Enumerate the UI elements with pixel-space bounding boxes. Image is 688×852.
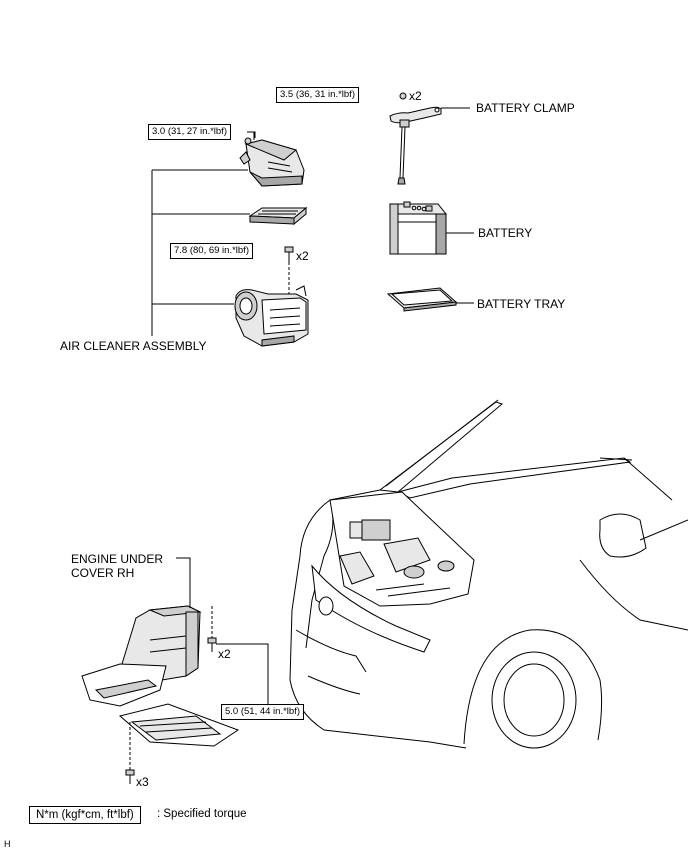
battery-clamp-label: BATTERY CLAMP [476,101,575,115]
engine-under-cover-label-line2: COVER RH [71,566,135,580]
vehicle-outline [289,399,688,749]
under-cover-upper-bolt-qty: x2 [218,647,231,661]
engine-under-cover-label-line1: ENGINE UNDER [71,552,164,566]
under-cover-label-leader [176,557,191,608]
air-cleaner-bolt-part [284,246,294,300]
battery-tray-part [386,287,458,312]
air-cleaner-cap-torque: 3.0 (31, 27 in.*lbf) [148,124,231,140]
corner-mark: H [4,839,11,849]
under-cover-lower-bolt-qty: x3 [136,775,149,789]
engine-under-cover-part [81,605,240,747]
air-filter-element-part [248,206,308,226]
air-cleaner-case-part [234,285,309,347]
under-cover-bolt-torque: 5.0 (51, 44 in.*lbf) [221,704,304,720]
air-cleaner-bolt-torque: 7.8 (80, 69 in.*lbf) [170,243,253,259]
legend-description: : Specified torque [157,808,247,820]
air-cleaner-assembly-leader [151,169,250,336]
under-cover-torque-leader [216,643,269,704]
air-cleaner-cap-part [239,132,305,187]
legend-unit-box: N*m (kgf*cm, ft*lbf) [29,806,141,824]
under-cover-bolts [125,606,217,784]
battery-clamp-part [389,92,442,185]
battery-part [388,201,448,255]
battery-clamp-qty: x2 [409,89,422,103]
battery-tray-label: BATTERY TRAY [477,297,566,311]
air-cleaner-bolt-qty: x2 [296,249,309,263]
cap-torque-leader [247,131,256,138]
battery-label: BATTERY [478,226,533,240]
air-cleaner-assembly-label: AIR CLEANER ASSEMBLY [60,339,207,353]
battery-clamp-torque: 3.5 (36, 31 in.*lbf) [276,87,359,103]
